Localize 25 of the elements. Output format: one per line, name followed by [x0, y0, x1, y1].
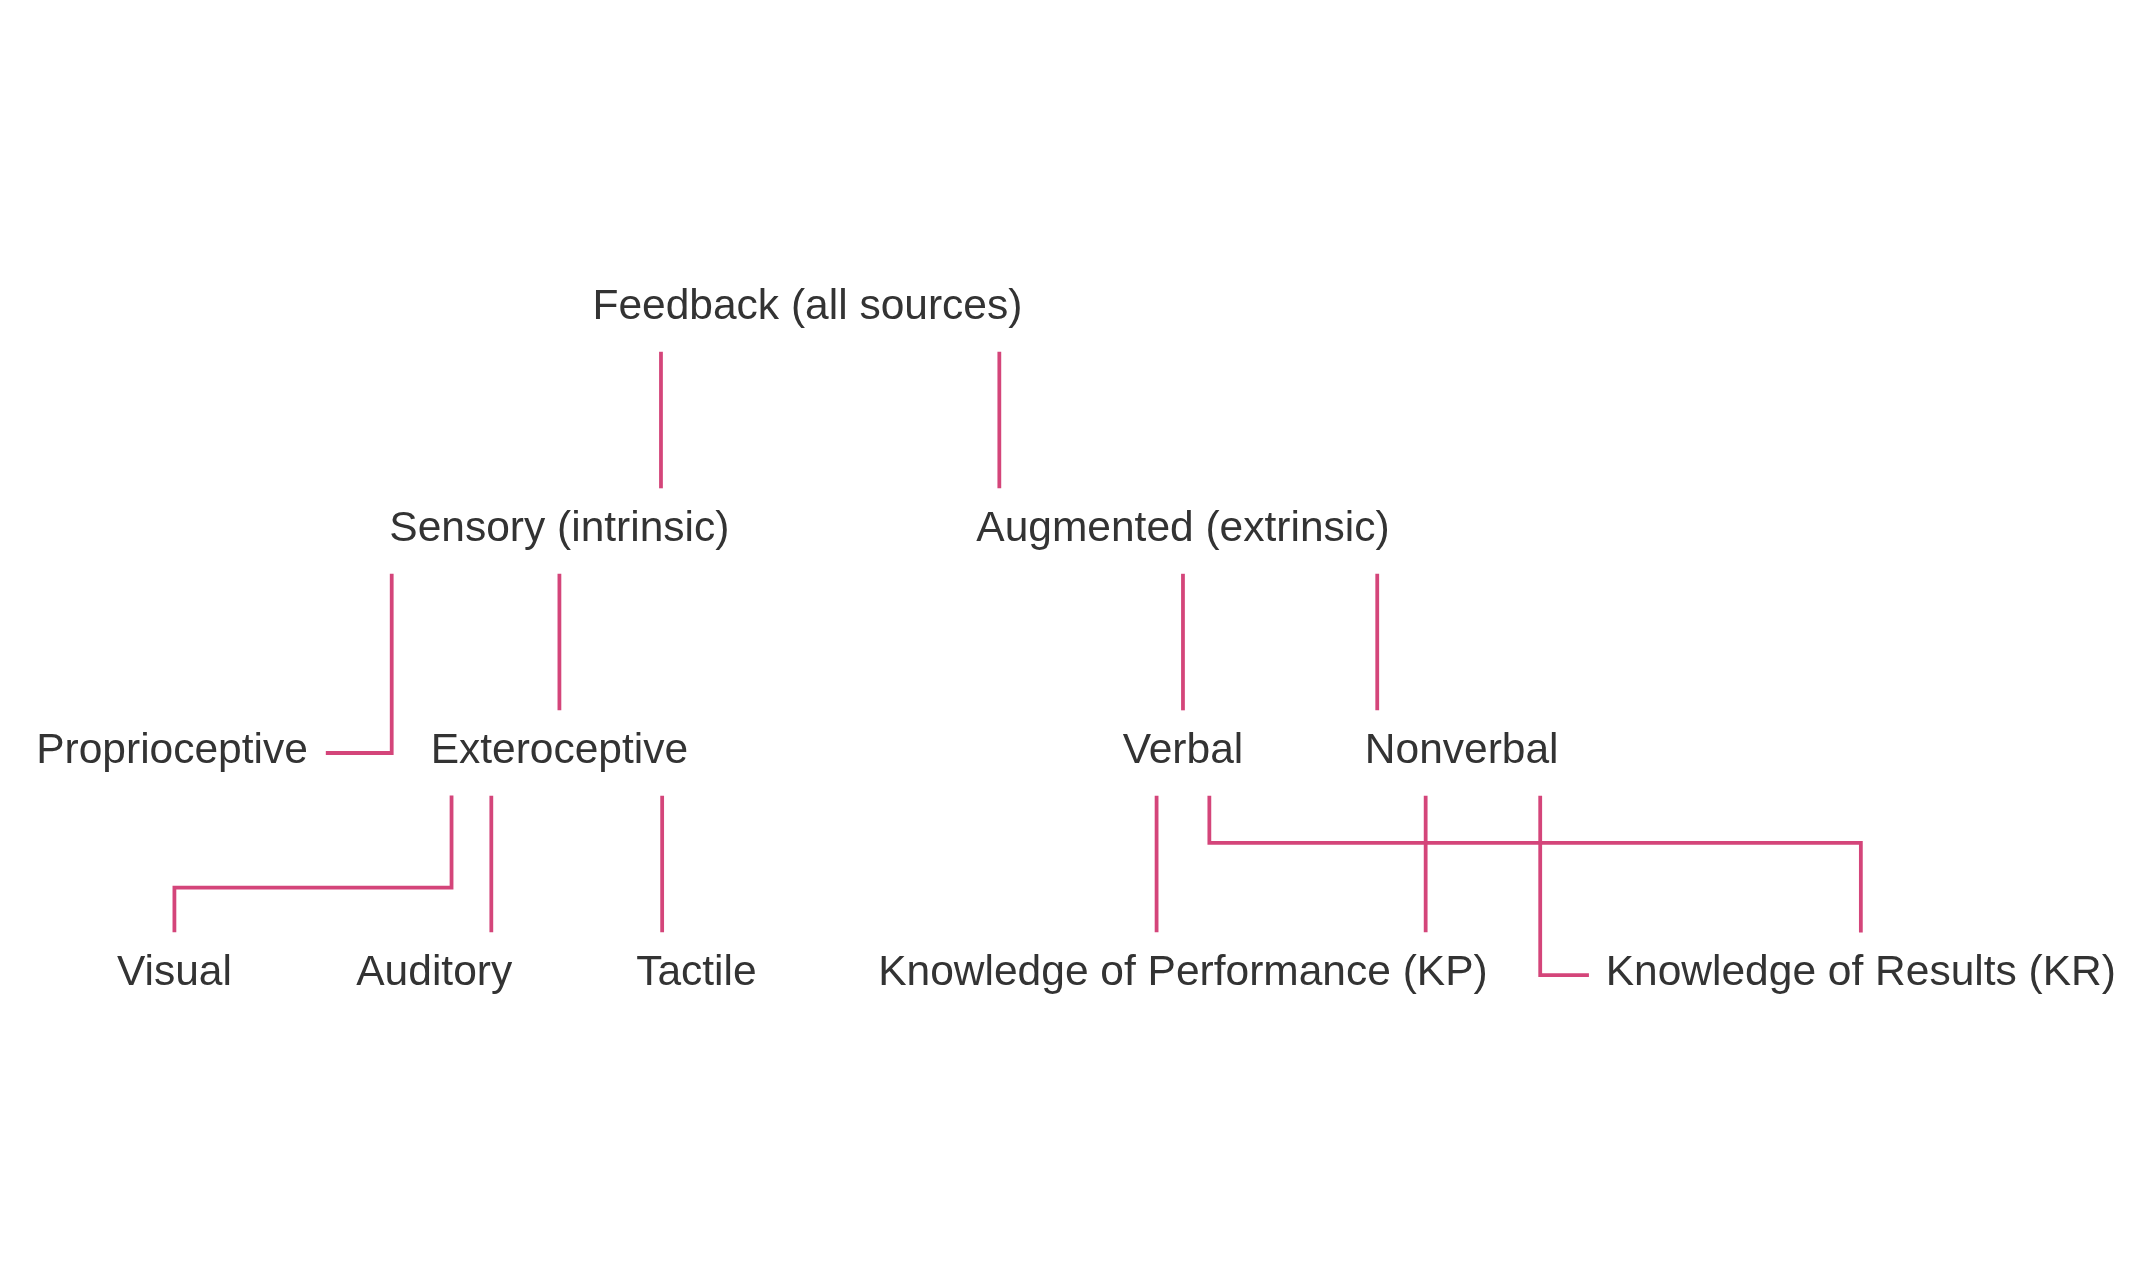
connector — [172, 795, 454, 932]
connector — [489, 795, 494, 932]
connector — [1375, 573, 1380, 710]
node-text: Knowledge of Results (KR) — [1605, 946, 2116, 994]
node-text: Exteroceptive — [430, 724, 689, 772]
connector — [1207, 795, 1863, 932]
connector — [997, 351, 1002, 488]
connector — [1154, 795, 1159, 932]
node-text: Augmented (extrinsic) — [976, 502, 1390, 550]
node-text: Sensory (intrinsic) — [389, 502, 730, 550]
node-text: Visual — [116, 946, 232, 994]
node-text: Auditory — [356, 946, 513, 994]
node-text: Feedback (all sources) — [592, 280, 1023, 328]
connector — [1423, 795, 1428, 932]
node-text: Tactile — [636, 946, 757, 994]
connector — [1538, 795, 1589, 977]
node-text: Nonverbal — [1364, 724, 1559, 772]
node-text: Verbal — [1122, 724, 1244, 772]
connector — [557, 573, 562, 710]
connector — [659, 351, 663, 488]
node-text: Knowledge of Performance (KP) — [878, 946, 1488, 994]
node-text: Proprioceptive — [36, 724, 308, 772]
connector — [325, 573, 394, 755]
connector — [1181, 573, 1185, 710]
connector — [660, 795, 665, 932]
